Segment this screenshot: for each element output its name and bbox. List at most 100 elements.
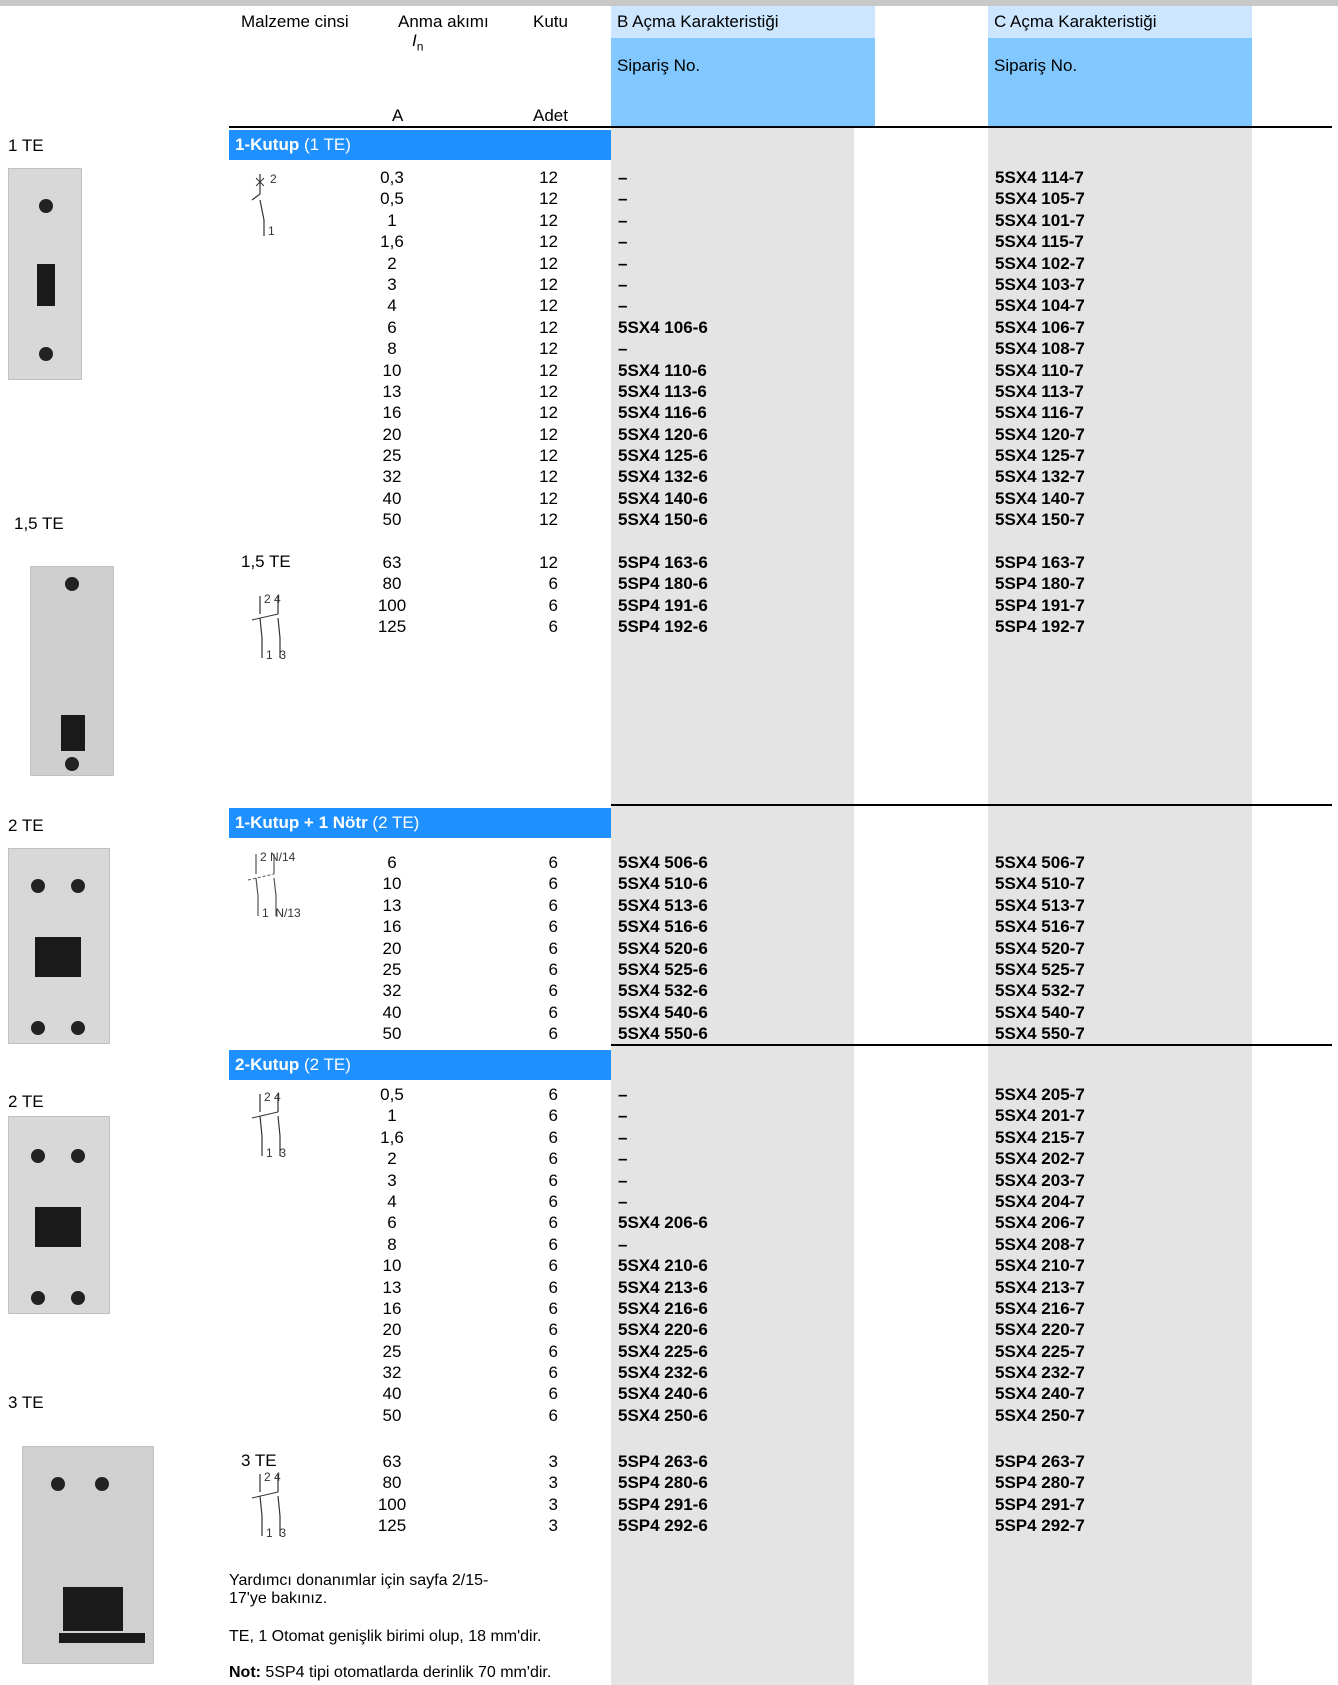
box-quantity-cell: 12 <box>539 360 558 380</box>
rated-current-cell: 4 <box>387 296 397 316</box>
b-column-background <box>611 122 854 1685</box>
box-quantity-cell: 6 <box>548 1384 558 1404</box>
b-order-number-cell: – <box>618 253 628 273</box>
section-band-1-pole-neutral: 1-Kutup + 1 Nötr (2 TE) <box>229 808 611 838</box>
rated-current-cell: 80 <box>382 574 402 594</box>
circuit-symbol-3te: 2 4 1 3 <box>248 1470 318 1540</box>
rated-current-cell: 6 <box>387 853 397 872</box>
c-order-number-cell: 5SX4 520-7 <box>995 938 1085 958</box>
header-rule <box>229 126 1332 128</box>
symbol-3te-top: 2 4 <box>264 1470 281 1484</box>
header-box: Kutu <box>533 12 568 31</box>
c-order-number-cell: 5SX4 232-7 <box>995 1363 1085 1383</box>
section-band-3-bold: 2-Kutup <box>235 1055 300 1074</box>
box-quantity-cell: 6 <box>548 1024 558 1044</box>
box-quantity-cell: 6 <box>548 1127 558 1147</box>
rated-current-cell: 50 <box>382 510 402 530</box>
rated-current-cell: 50 <box>382 1405 402 1425</box>
b-header-order-no: Sipariş No. <box>617 56 701 75</box>
b-order-number-cell: 5SX4 113-6 <box>618 381 707 401</box>
circuit-symbol-15te: 2 4 1 3 <box>248 592 318 662</box>
b-order-number-cell: 5SX4 532-6 <box>618 981 708 1001</box>
side-label-2te-b: 2 TE <box>8 1092 44 1111</box>
c-order-number-cell: 5SX4 204-7 <box>995 1191 1085 1211</box>
rated-current-cell: 13 <box>382 381 402 401</box>
b-order-number-cell: – <box>618 296 628 316</box>
header-material: Malzeme cinsi <box>241 12 349 31</box>
b-header-title-cell <box>611 6 875 38</box>
box-quantity-cell: 12 <box>539 210 558 230</box>
sub-label-15te: 1,5 TE <box>241 552 291 571</box>
box-quantity-cell: 6 <box>548 1320 558 1340</box>
b-order-number-cell: – <box>618 274 628 294</box>
rated-current-cell: 3 <box>387 1170 397 1190</box>
box-quantity-cell: 12 <box>539 274 558 294</box>
c-order-number-cell: 5SX4 550-7 <box>995 1024 1085 1044</box>
box-quantity-cell: 6 <box>548 1405 558 1425</box>
c-order-number-cell: 5SX4 105-7 <box>995 189 1085 209</box>
rated-symbol-letter: I <box>412 31 417 50</box>
breaker-15te-image <box>30 566 114 776</box>
sub-label-3te: 3 TE <box>241 1451 277 1470</box>
c-order-number-cell: 5SX4 140-7 <box>995 488 1085 508</box>
b-order-number-cell: 5SX4 213-6 <box>618 1277 708 1297</box>
rated-current-cell: 0,5 <box>380 189 404 209</box>
rated-current-cell: 20 <box>382 1320 402 1340</box>
b-order-number-cell: 5SP4 292-6 <box>618 1516 708 1536</box>
side-label-2te-a: 2 TE <box>8 816 44 835</box>
rated-current-cell: 125 <box>377 617 407 637</box>
b-order-number-cell: 5SX4 240-6 <box>618 1384 708 1404</box>
rated-current-cell: 8 <box>387 339 397 359</box>
rated-current-cell: 1,6 <box>380 1127 404 1147</box>
c-order-number-cell: 5SX4 525-7 <box>995 959 1085 979</box>
b-header-order-cell <box>611 38 875 126</box>
box-quantity-cell: 12 <box>539 424 558 444</box>
c-order-number-cell: 5SX4 220-7 <box>995 1320 1085 1340</box>
box-quantity-cell: 6 <box>548 874 558 894</box>
c-order-number-cell: 5SX4 206-7 <box>995 1213 1085 1233</box>
rated-current-cell: 50 <box>382 1024 402 1044</box>
rated-current-cell: 1 <box>387 210 397 230</box>
c-header-order-no: Sipariş No. <box>994 56 1078 75</box>
b-order-number-cell: – <box>618 339 628 359</box>
rated-current-cell: 1 <box>387 1106 397 1126</box>
box-quantity-cell: 6 <box>548 938 558 958</box>
c-order-number-cell: 5SX4 506-7 <box>995 853 1085 872</box>
c-order-number-cell: 5SX4 113-7 <box>995 381 1084 401</box>
switch-symbol-icon <box>251 174 265 236</box>
c-order-number-cell: 5SX4 201-7 <box>995 1106 1085 1126</box>
b-order-number-cell: 5SX4 540-6 <box>618 1002 708 1022</box>
b-order-number-cell: 5SP4 291-6 <box>618 1494 708 1514</box>
rated-current-cell: 63 <box>382 553 402 572</box>
box-quantity-cell: 12 <box>539 189 558 209</box>
b-order-number-cell: 5SX4 216-6 <box>618 1298 708 1318</box>
c-order-number-cell: 5SX4 125-7 <box>995 446 1085 466</box>
rated-current-cell: 6 <box>387 1213 397 1233</box>
rated-current-cell: 25 <box>382 959 402 979</box>
box-quantity-cell: 6 <box>548 981 558 1001</box>
b-order-number-cell: – <box>618 1170 628 1190</box>
c-order-number-cell: 5SX4 116-7 <box>995 403 1084 423</box>
box-quantity-cell: 6 <box>548 895 558 915</box>
b-order-number-cell: 5SX4 550-6 <box>618 1024 708 1044</box>
box-quantity-cell: 6 <box>548 1149 558 1169</box>
box-quantity-cell: 12 <box>539 232 558 252</box>
note-te-definition: TE, 1 Otomat genişlik birimi olup, 18 mm… <box>229 1628 542 1645</box>
side-label-1te: 1 TE <box>8 136 44 155</box>
rated-current-cell: 10 <box>382 1256 402 1276</box>
